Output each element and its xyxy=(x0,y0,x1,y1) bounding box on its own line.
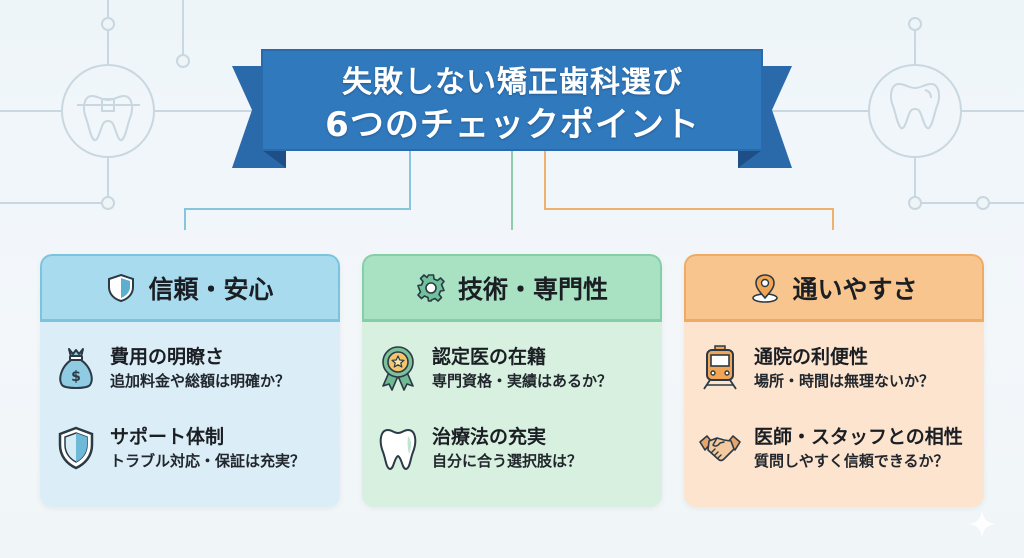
title-line-1: 失敗しない矯正歯科選び xyxy=(342,65,683,100)
award-ribbon-icon xyxy=(382,346,414,391)
category-card-trust: 信頼・安心 $ 費用の明瞭さ 追加料金や総額は明確か？ xyxy=(40,254,340,507)
category-header: 信頼・安心 xyxy=(40,254,340,322)
checkpoint-title: 治療法の充実 xyxy=(432,426,547,448)
checkpoint-subtitle: 場所・時間は無理ないか？ xyxy=(754,372,935,390)
checkpoint-item: 認定医の在籍 専門資格・実績はあるか？ xyxy=(376,338,662,398)
checkpoint-title: 認定医の在籍 xyxy=(432,346,547,368)
handshake-icon xyxy=(699,435,741,462)
checkpoint-subtitle: 追加料金や総額は明確か？ xyxy=(110,372,291,390)
category-header: 通いやすさ xyxy=(684,254,984,322)
checkpoint-title: 医師・スタッフとの相性 xyxy=(754,426,963,448)
title-line-2: 6つのチェックポイント xyxy=(325,105,700,145)
money-bag-icon: $ xyxy=(59,348,93,389)
sparkle-icon xyxy=(968,510,996,538)
checkpoint-item: 通院の利便性 場所・時間は無理ないか？ xyxy=(698,338,984,398)
category-title: 通いやすさ xyxy=(792,274,918,304)
category-card-accessibility: 通いやすさ 通院の利便性 場所・時間は無理ないか？ xyxy=(684,254,984,507)
category-card-expertise: 技術・専門性 認定医の在籍 専門資格・実績はあるか？ xyxy=(362,254,662,507)
category-title: 技術・専門性 xyxy=(457,274,608,304)
checkpoint-subtitle: 自分に合う選択肢は？ xyxy=(432,452,583,470)
checkpoint-subtitle: トラブル対応・保証は充実？ xyxy=(110,452,306,470)
tooth-icon xyxy=(890,82,940,130)
category-title: 信頼・安心 xyxy=(148,274,274,304)
train-icon xyxy=(703,345,737,390)
location-pin-icon xyxy=(752,273,779,303)
checkpoint-title: サポート体制 xyxy=(110,426,225,448)
gear-icon xyxy=(417,273,445,302)
banner-graphic xyxy=(0,0,1024,230)
checkpoint-subtitle: 専門資格・実績はあるか？ xyxy=(432,372,613,390)
tooth-with-braces-icon xyxy=(77,94,140,142)
shield-icon xyxy=(108,273,135,302)
checkpoint-item: 医師・スタッフとの相性 質問しやすく信頼できるか？ xyxy=(698,418,984,478)
connector-lines xyxy=(184,150,834,230)
checkpoint-subtitle: 質問しやすく信頼できるか？ xyxy=(754,452,949,470)
decorative-circuit-lines xyxy=(0,0,1024,210)
tooth-icon xyxy=(379,428,417,471)
checkpoint-item: サポート体制 トラブル対応・保証は充実？ xyxy=(54,418,340,478)
checkpoint-title: 費用の明瞭さ xyxy=(110,346,225,368)
checkpoint-item: 治療法の充実 自分に合う選択肢は？ xyxy=(376,418,662,478)
checkpoint-title: 通院の利便性 xyxy=(754,346,869,368)
shield-icon xyxy=(58,426,94,470)
checkpoint-item: $ 費用の明瞭さ 追加料金や総額は明確か？ xyxy=(54,338,340,398)
category-header: 技術・専門性 xyxy=(362,254,662,322)
svg-text:$: $ xyxy=(71,369,81,385)
page-title: 失敗しない矯正歯科選び 6つのチェックポイント xyxy=(290,50,735,160)
